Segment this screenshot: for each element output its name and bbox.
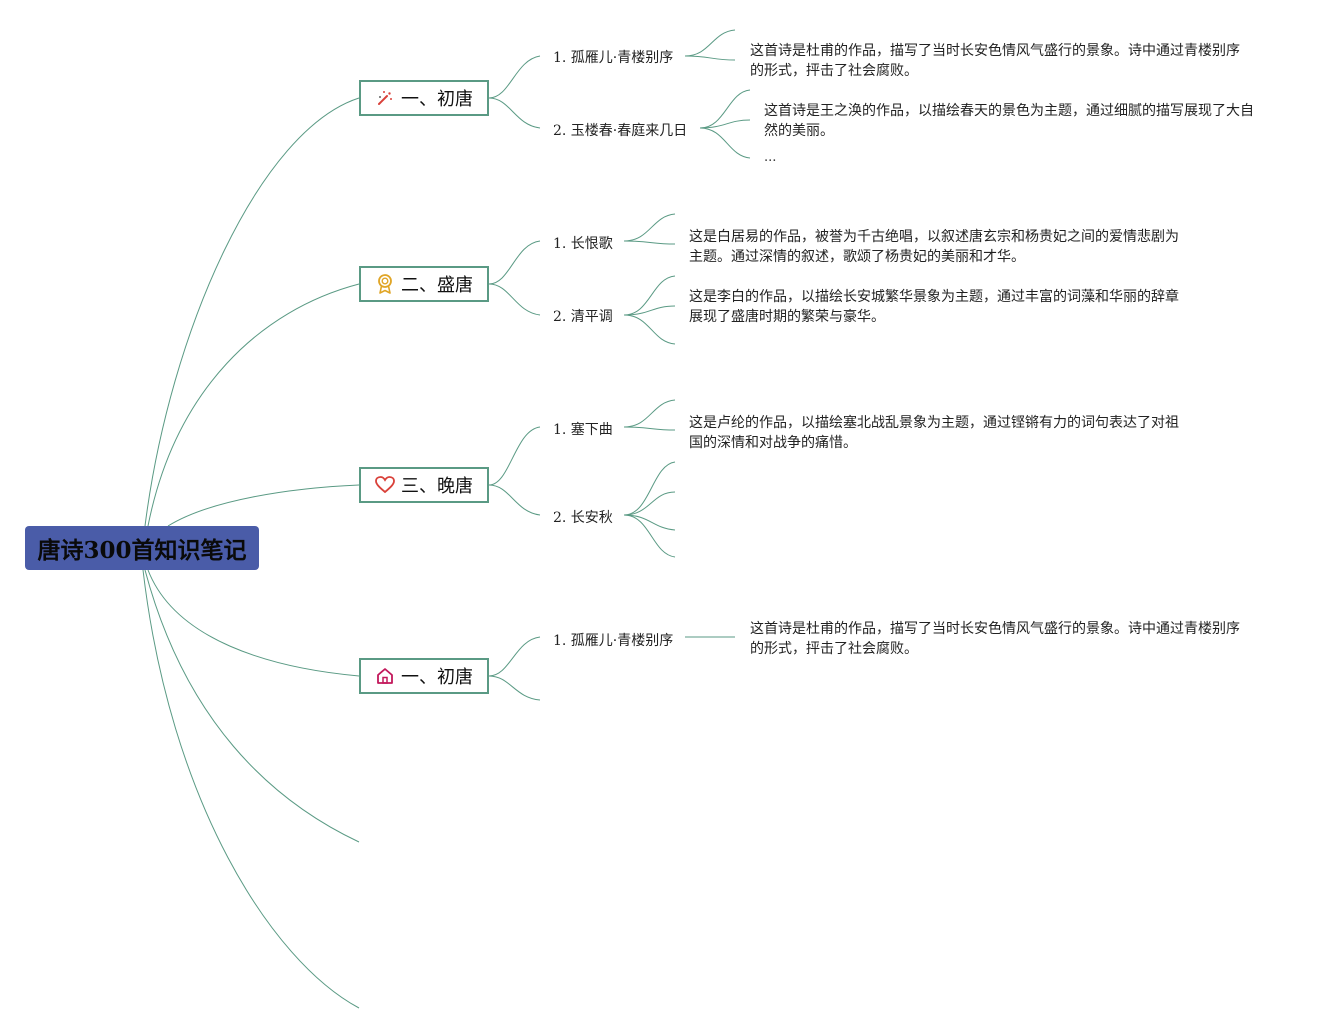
poem-title[interactable]: 1. 塞下曲 (553, 422, 613, 438)
home-icon (375, 666, 395, 686)
award-ribbon-icon (375, 274, 395, 294)
branch-late-tang[interactable]: 三、晚唐 (359, 467, 489, 503)
poem-description: 这首诗是王之涣的作品，以描绘春天的景色为主题，通过细腻的描写展现了大自然的美丽。 (764, 103, 1254, 139)
poem-title[interactable]: 1. 孤雁儿·青楼别序 (553, 50, 674, 66)
root-title: 唐诗300首知识笔记 (37, 537, 247, 564)
poem-ellipsis: ... (764, 150, 777, 165)
poem-title[interactable]: 2. 清平调 (553, 309, 613, 325)
poem-title[interactable]: 1. 长恨歌 (553, 236, 613, 252)
poem-title[interactable]: 1. 孤雁儿·青楼别序 (553, 633, 674, 649)
poem-description: 这是白居易的作品，被誉为千古绝唱，以叙述唐玄宗和杨贵妃之间的爱情悲剧为主题。通过… (689, 229, 1179, 265)
branch-early-tang-2[interactable]: 一、初唐 (359, 658, 489, 694)
heart-icon (375, 475, 395, 495)
poem-description: 这首诗是杜甫的作品，描写了当时长安色情风气盛行的景象。诗中通过青楼别序的形式，抨… (750, 621, 1240, 657)
branch-label: 一、初唐 (401, 89, 473, 110)
poem-description: 这是李白的作品，以描绘长安城繁华景象为主题，通过丰富的词藻和华丽的辞章展现了盛唐… (689, 289, 1179, 325)
branch-high-tang[interactable]: 二、盛唐 (359, 266, 489, 302)
branch-label: 三、晚唐 (401, 476, 473, 497)
poem-description: 这是卢纶的作品，以描绘塞北战乱景象为主题，通过铿锵有力的词句表达了对祖国的深情和… (689, 415, 1179, 451)
magic-wand-icon (375, 88, 395, 108)
branch-label: 二、盛唐 (401, 275, 473, 296)
branch-label: 一、初唐 (401, 667, 473, 688)
poem-title[interactable]: 2. 玉楼春·春庭来几日 (553, 123, 688, 139)
poem-title[interactable]: 2. 长安秋 (553, 510, 613, 526)
branch-early-tang[interactable]: 一、初唐 (359, 80, 489, 116)
root-topic[interactable]: 唐诗300首知识笔记 (25, 526, 259, 570)
poem-description: 这首诗是杜甫的作品，描写了当时长安色情风气盛行的景象。诗中通过青楼别序的形式，抨… (750, 43, 1240, 79)
